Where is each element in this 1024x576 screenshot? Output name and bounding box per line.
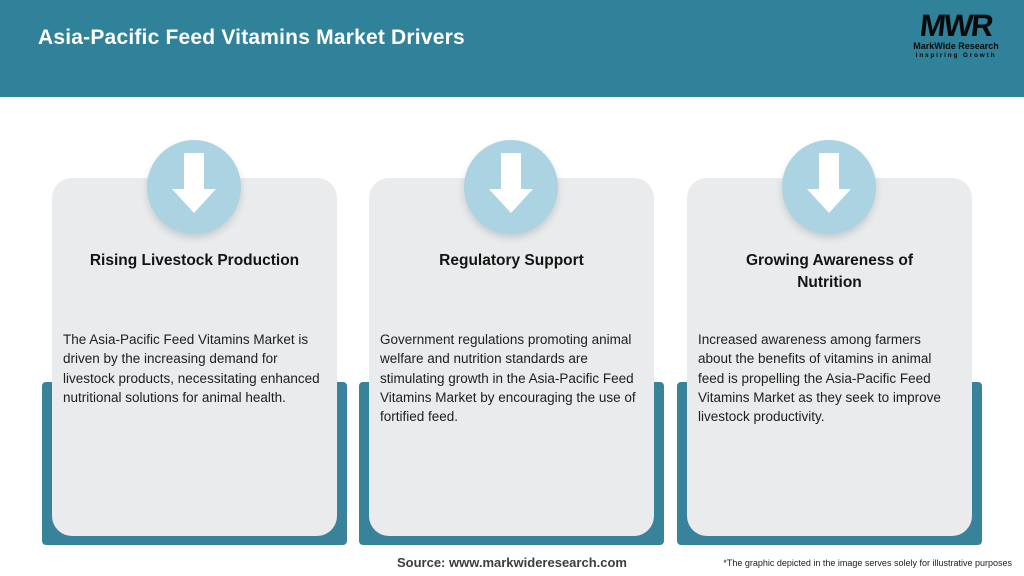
card-body-text: Increased awareness among farmers about …	[698, 332, 941, 425]
disclaimer-note: *The graphic depicted in the image serve…	[723, 558, 1012, 568]
arrow-circle-2	[464, 140, 558, 234]
card-title: Growing Awareness of Nutrition	[745, 252, 914, 291]
driver-card-growing-awareness-of-nutrition: Growing Awareness of Nutrition Increased…	[687, 178, 972, 536]
card-body-text: Government regulations promoting animal …	[380, 332, 636, 425]
logo-monogram: MWR	[918, 8, 994, 43]
source-label: Source: www.markwideresearch.com	[396, 555, 627, 570]
markwide-research-logo: MWR MarkWide Research Inspiring Growth	[910, 8, 1002, 60]
logo-tagline: Inspiring Growth	[915, 52, 997, 59]
driver-card-rising-livestock-production: Rising Livestock Production The Asia-Pac…	[52, 178, 337, 536]
arrow-down-icon	[172, 153, 216, 213]
arrow-down-icon	[807, 153, 851, 213]
arrow-circle-3	[782, 140, 876, 234]
header-bar: Asia-Pacific Feed Vitamins Market Driver…	[0, 0, 1024, 97]
card-title: Regulatory Support	[439, 252, 584, 269]
card-title: Rising Livestock Production	[89, 252, 300, 269]
card-body-text: The Asia-Pacific Feed Vitamins Market is…	[63, 332, 320, 405]
page-title: Asia-Pacific Feed Vitamins Market Driver…	[38, 26, 465, 49]
logo-name: MarkWide Research	[913, 41, 999, 51]
arrow-down-icon	[489, 153, 533, 213]
arrow-circle-1	[147, 140, 241, 234]
driver-card-regulatory-support: Regulatory Support Government regulation…	[369, 178, 654, 536]
